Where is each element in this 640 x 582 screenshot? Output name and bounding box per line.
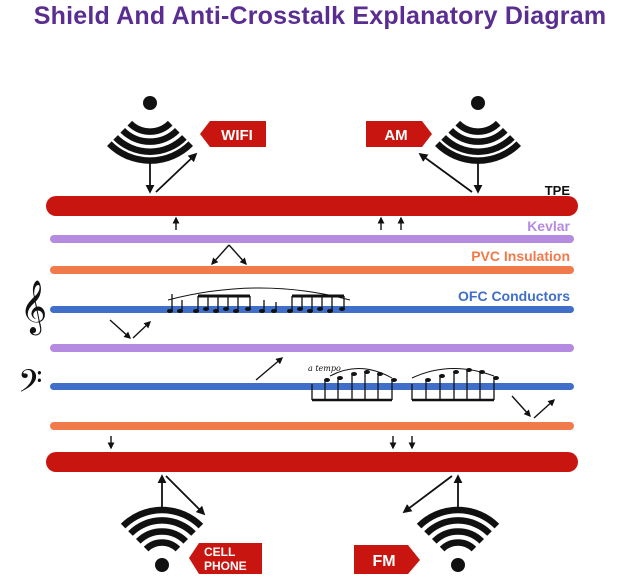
wireless-broadcast-icon-right bbox=[435, 96, 521, 164]
wireless-broadcast-icon-left bbox=[107, 96, 193, 164]
fm-tag: FM bbox=[354, 545, 420, 574]
svg-text:AM: AM bbox=[384, 127, 407, 144]
a-tempo-annotation: a tempo bbox=[308, 364, 341, 373]
bounce-arrow-kevlar bbox=[211, 244, 247, 266]
tpe-layer-top bbox=[46, 196, 578, 216]
svg-text:CELL: CELL bbox=[204, 545, 235, 559]
svg-text:PHONE: PHONE bbox=[204, 559, 247, 573]
am-tag: AM bbox=[366, 121, 432, 147]
diagram-title: Shield And Anti-Crosstalk Explanatory Di… bbox=[33, 2, 607, 30]
pvc-layer-bottom bbox=[50, 422, 574, 430]
reflection-arrows-top bbox=[145, 152, 483, 194]
pvc-insulation-label: PVC Insulation bbox=[471, 248, 570, 264]
wifi-icon-right bbox=[416, 506, 500, 572]
kevlar-layer-middle bbox=[50, 344, 574, 352]
reflection-arrows-bottom bbox=[157, 474, 463, 516]
svg-text:WIFI: WIFI bbox=[221, 127, 253, 144]
pvc-layer-top bbox=[50, 266, 574, 274]
svg-text:FM: FM bbox=[372, 553, 395, 570]
music-notes-icon-bottom: a tempo bbox=[308, 364, 499, 402]
blocked-arrows-bottom bbox=[107, 436, 416, 450]
kevlar-layer-top bbox=[50, 235, 574, 243]
wifi-tag: WIFI bbox=[200, 121, 266, 147]
blocked-arrows-top bbox=[172, 216, 405, 230]
cell-phone-tag: CELL PHONE bbox=[189, 543, 262, 574]
bounce-arrow-ofc-bottom bbox=[255, 357, 556, 419]
bass-clef-icon: 𝄢 bbox=[18, 363, 42, 407]
bounce-arrow-ofc-top bbox=[109, 319, 152, 339]
tpe-label: TPE bbox=[545, 183, 571, 198]
wifi-icon-left bbox=[120, 506, 204, 572]
kevlar-label: Kevlar bbox=[527, 218, 570, 234]
music-notes-icon-top bbox=[167, 287, 351, 313]
ofc-conductors-label: OFC Conductors bbox=[458, 288, 570, 304]
tpe-layer-bottom bbox=[46, 452, 578, 472]
treble-clef-icon: 𝄞 bbox=[20, 279, 47, 335]
